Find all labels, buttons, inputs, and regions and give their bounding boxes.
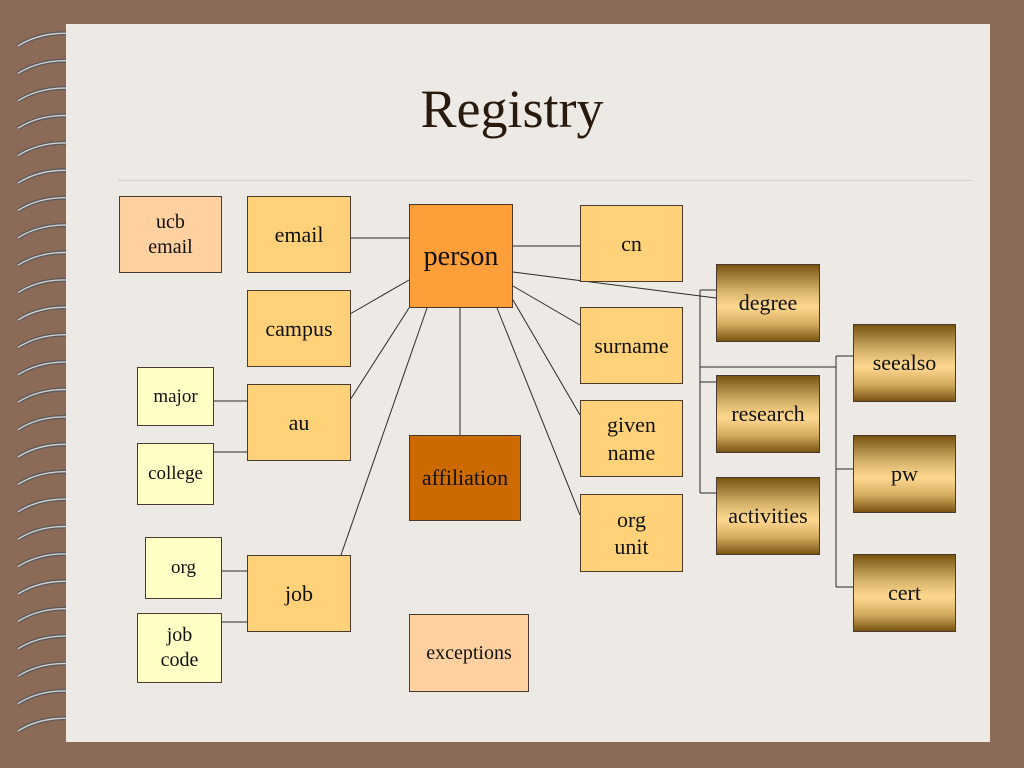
link-person-org-unit (496, 307, 581, 516)
node-activities: activities (716, 477, 820, 555)
link-person-surname (512, 285, 581, 326)
node-surname: surname (580, 307, 683, 384)
node-cn: cn (580, 205, 683, 282)
node-given-name: given name (580, 400, 683, 477)
title-divider (118, 180, 972, 181)
link-person-job (340, 307, 428, 556)
node-person: person (409, 204, 513, 308)
node-research: research (716, 375, 820, 453)
node-exceptions: exceptions (409, 614, 529, 692)
node-email: email (247, 196, 351, 273)
node-org-unit: org unit (580, 494, 683, 572)
node-job-code: job code (137, 613, 222, 683)
node-degree: degree (716, 264, 820, 342)
node-pw: pw (853, 435, 956, 513)
link-person-au (349, 307, 410, 401)
link-person-campus (349, 279, 410, 315)
node-cert: cert (853, 554, 956, 632)
node-au: au (247, 384, 351, 461)
node-major: major (137, 367, 214, 426)
node-seealso: seealso (853, 324, 956, 402)
link-person-given-name (512, 299, 581, 416)
node-college: college (137, 443, 214, 505)
link-person-degree (512, 271, 717, 299)
node-campus: campus (247, 290, 351, 367)
node-org: org (145, 537, 222, 599)
slide-title: Registry (420, 79, 604, 139)
node-affiliation: affiliation (409, 435, 521, 521)
node-job: job (247, 555, 351, 632)
node-ucb-email: ucb email (119, 196, 222, 273)
